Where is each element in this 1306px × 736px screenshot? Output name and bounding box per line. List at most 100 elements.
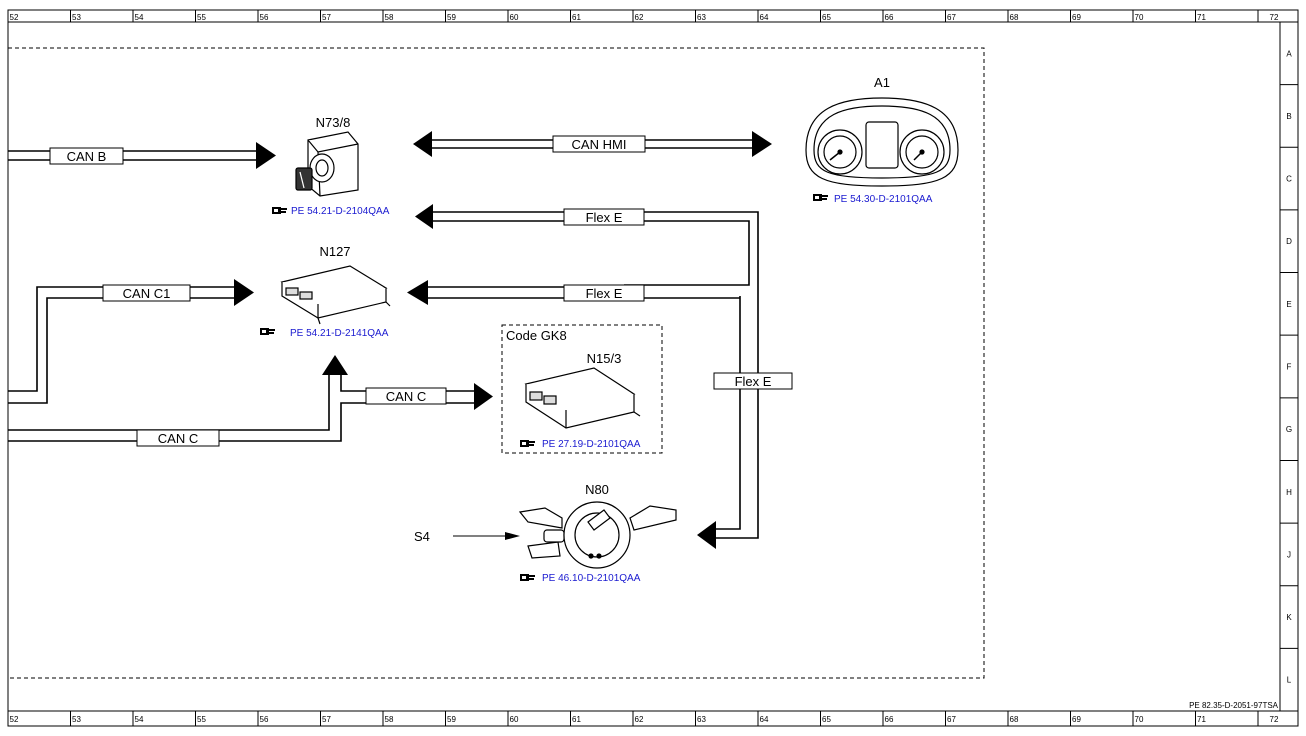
ref-link-n80[interactable]: PE 46.10-D-2101QAA xyxy=(520,573,641,584)
ref-text-a1[interactable]: PE 54.30-D-2101QAA xyxy=(834,194,933,205)
code-gk8-box xyxy=(501,324,663,454)
column-number: 72 xyxy=(1270,13,1279,22)
row-letter: J xyxy=(1287,550,1291,559)
ref-link-n73-8[interactable]: PE 54.21-D-2104QAA xyxy=(272,206,390,217)
bus-label-can-hmi: CAN HMI xyxy=(572,137,627,152)
arrow-heads xyxy=(234,131,772,549)
ref-link-n127[interactable]: PE 54.21-D-2141QAA xyxy=(260,328,389,339)
column-ruler-bottom: 52 53 54 55 56 57 58 59 60 61 62 63 64 65 66 67 68 69 70 71… xyxy=(10,711,1279,726)
control-module-icon xyxy=(280,265,391,325)
row-letter: H xyxy=(1286,488,1292,497)
column-number: 53 xyxy=(72,13,81,22)
column-number: 64 xyxy=(760,13,769,22)
column-number: 65 xyxy=(822,13,831,22)
column-number: 61 xyxy=(572,13,581,22)
row-letter: K xyxy=(1286,613,1292,622)
column-number: 62 xyxy=(635,13,644,22)
column-number: 71 xyxy=(1197,715,1206,724)
column-number: 53 xyxy=(72,715,81,724)
bus-labels: CAN B CAN HMI Flex E Flex E Flex E CAN C… xyxy=(67,137,772,446)
column-number: 62 xyxy=(635,715,644,724)
column-number: 57 xyxy=(322,715,331,724)
steering-column-module-icon xyxy=(518,501,677,569)
column-number: 68 xyxy=(1010,13,1019,22)
column-number: 64 xyxy=(760,715,769,724)
column-number: 71 xyxy=(1197,13,1206,22)
column-number: 54 xyxy=(135,13,144,22)
a1-instrument-cluster[interactable]: A1 PE 54.30-D-2101QAA xyxy=(805,75,959,205)
column-number: 72 xyxy=(1270,715,1279,724)
ref-link-a1[interactable]: PE 54.30-D-2101QAA xyxy=(813,194,933,205)
bus-label-can-c1: CAN C1 xyxy=(123,286,171,301)
row-letter: C xyxy=(1286,175,1292,184)
n127-control-unit[interactable]: N127 PE 54.21-D-2141QAA xyxy=(260,244,391,339)
column-ruler-top: 52 53 54 55 56 57 58 59 60 61 62 63 64 65 66 67 68 69 70 71… xyxy=(10,10,1279,22)
column-number: 52 xyxy=(10,715,19,724)
column-number: 60 xyxy=(510,13,519,22)
column-number: 66 xyxy=(885,715,894,724)
component-id-n73-8: N73/8 xyxy=(316,115,351,130)
ref-text-n80[interactable]: PE 46.10-D-2101QAA xyxy=(542,573,641,584)
column-number: 58 xyxy=(385,13,394,22)
n15-3-control-unit[interactable]: N15/3 PE 27.19-D-2101QAA xyxy=(520,351,641,450)
row-ruler-right: A B C D E F G H J K L xyxy=(1280,49,1298,685)
ref-text-n15-3[interactable]: PE 27.19-D-2101QAA xyxy=(542,439,641,450)
column-number: 57 xyxy=(322,13,331,22)
instrument-cluster-icon xyxy=(805,97,959,187)
column-number: 55 xyxy=(197,13,206,22)
bus-label-can-c-main: CAN C xyxy=(158,431,198,446)
column-number: 67 xyxy=(947,13,956,22)
row-letter: B xyxy=(1286,112,1291,121)
component-id-n15-3: N15/3 xyxy=(587,351,622,366)
column-number: 56 xyxy=(260,13,269,22)
column-number: 70 xyxy=(1135,13,1144,22)
column-number: 55 xyxy=(197,715,206,724)
column-number: 56 xyxy=(260,715,269,724)
column-number: 58 xyxy=(385,715,394,724)
code-gk8-label: Code GK8 xyxy=(506,328,567,343)
column-number: 54 xyxy=(135,715,144,724)
row-letter: L xyxy=(1287,676,1292,685)
column-number: 69 xyxy=(1072,715,1081,724)
row-letter: E xyxy=(1286,300,1291,309)
control-module-icon xyxy=(524,367,641,429)
bus-label-boxes xyxy=(49,135,793,447)
column-number: 69 xyxy=(1072,13,1081,22)
wires xyxy=(8,139,759,539)
column-number: 66 xyxy=(885,13,894,22)
column-number: 70 xyxy=(1135,715,1144,724)
column-number: 59 xyxy=(447,715,456,724)
frame xyxy=(7,9,1299,727)
row-letter: A xyxy=(1286,49,1292,58)
bus-label-flex-e-upper: Flex E xyxy=(586,210,623,225)
column-number: 59 xyxy=(447,13,456,22)
n80-steering-column-module[interactable]: N80 PE 46.10-D-2101QAA xyxy=(518,482,677,584)
ref-text-n73-8[interactable]: PE 54.21-D-2104QAA xyxy=(291,206,390,217)
column-number: 68 xyxy=(1010,715,1019,724)
n73-8-ignition-switch[interactable]: N73/8 PE 54.21-D-2104QAA xyxy=(272,115,390,217)
row-letter: D xyxy=(1286,237,1292,246)
ignition-lock-icon xyxy=(295,131,359,197)
component-id-a1: A1 xyxy=(874,75,890,90)
component-id-s4[interactable]: S4 xyxy=(414,529,430,544)
column-number: 65 xyxy=(822,715,831,724)
row-letter: F xyxy=(1287,363,1292,372)
bus-label-flex-e-lower: Flex E xyxy=(586,286,623,301)
bus-label-flex-e-vertical: Flex E xyxy=(735,374,772,389)
ref-link-n15-3[interactable]: PE 27.19-D-2101QAA xyxy=(520,439,641,450)
document-id: PE 82.35-D-2051-97TSA xyxy=(1189,701,1279,710)
boundary-dashed xyxy=(8,47,985,679)
row-letter: G xyxy=(1286,425,1292,434)
component-id-n127: N127 xyxy=(319,244,350,259)
column-number: 63 xyxy=(697,13,706,22)
bus-label-can-b: CAN B xyxy=(67,149,107,164)
column-number: 61 xyxy=(572,715,581,724)
bus-label-can-c-to-n15: CAN C xyxy=(386,389,426,404)
column-number: 63 xyxy=(697,715,706,724)
ref-text-n127[interactable]: PE 54.21-D-2141QAA xyxy=(290,328,389,339)
column-number: 60 xyxy=(510,715,519,724)
column-number: 67 xyxy=(947,715,956,724)
component-id-n80: N80 xyxy=(585,482,609,497)
column-number: 52 xyxy=(10,13,19,22)
